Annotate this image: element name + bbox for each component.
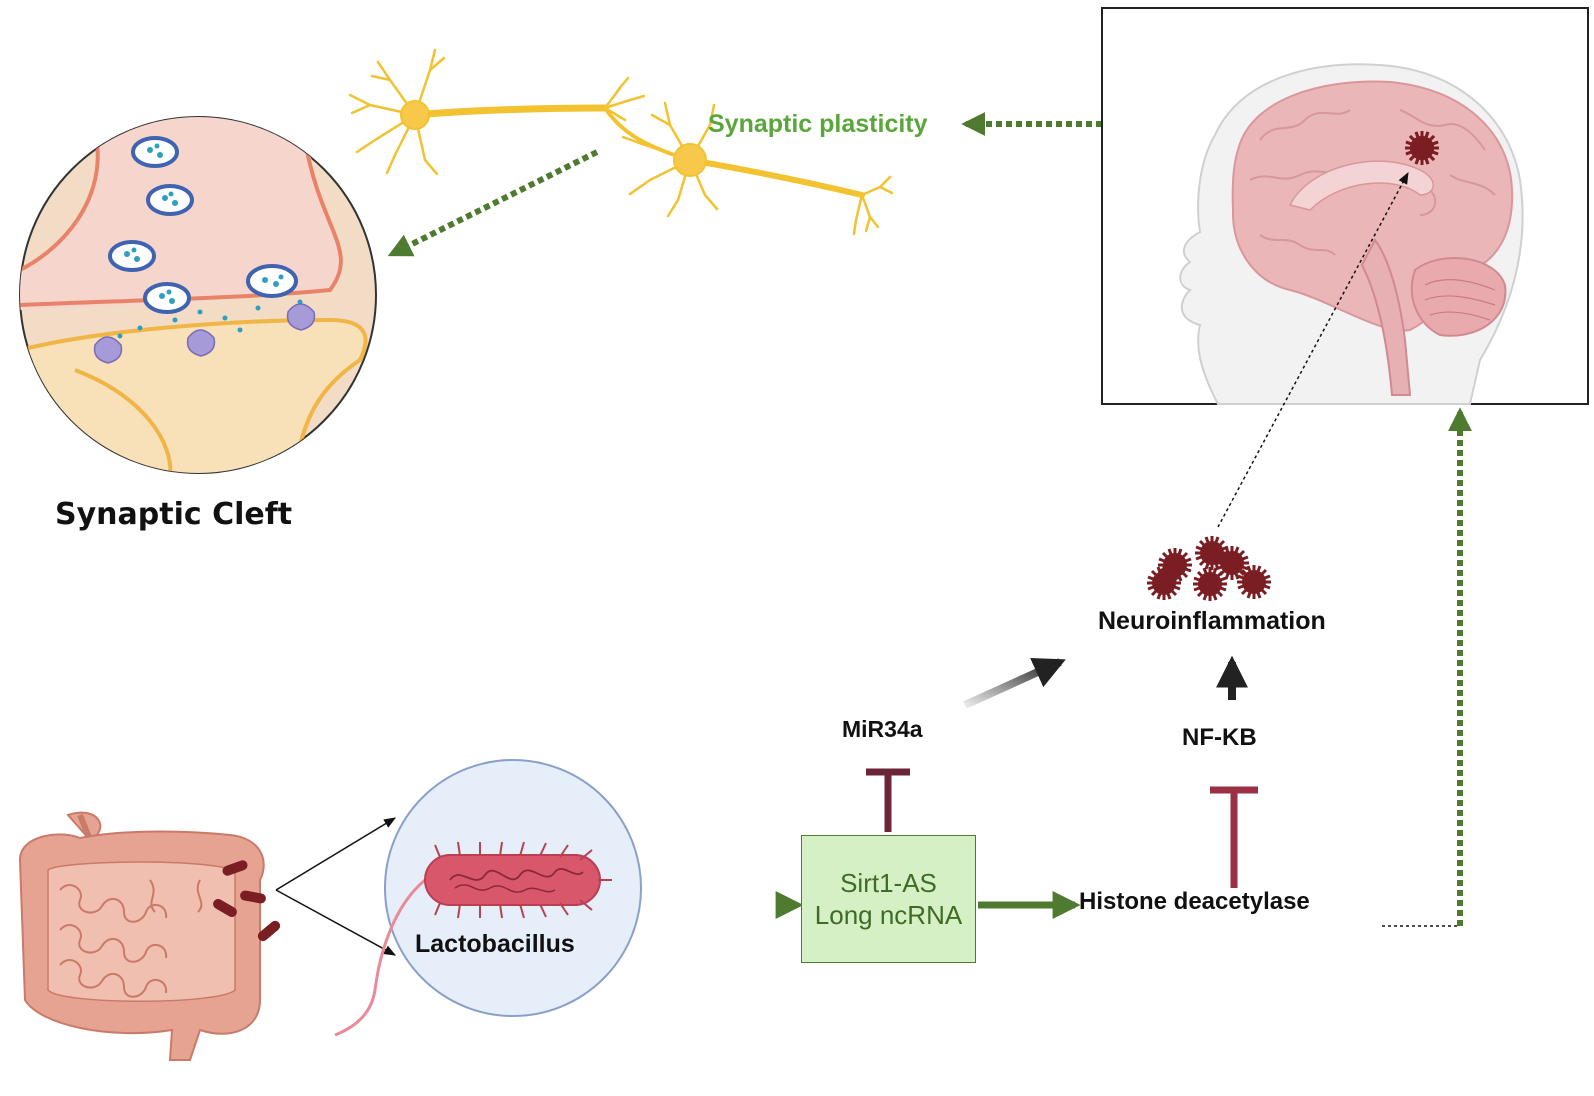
- brain-icon: [1101, 7, 1589, 405]
- mir34a-label: MiR34a: [842, 716, 923, 742]
- sirt1-lncrna-box: Sirt1-AS Long ncRNA: [801, 835, 976, 963]
- mir34a-to-neuroinflammation-arrow: [963, 657, 1066, 709]
- long-ncrna-label: Long ncRNA: [814, 900, 963, 930]
- gut-icon: [18, 811, 281, 1061]
- histone-deacetylase-label: Histone deacetylase: [1079, 888, 1310, 915]
- sirt1-inhibits-mir34a: [866, 768, 910, 832]
- hdac-inhibits-nfkb: [1210, 786, 1258, 888]
- sirt1-label: Sirt1-AS: [840, 868, 937, 898]
- inflammation-particle-icon: [1145, 534, 1273, 603]
- nfkb-label: NF-KB: [1182, 724, 1257, 751]
- bacterium-icon: [334, 759, 642, 1037]
- gut-to-bacterium-arrow-lower: [275, 889, 397, 956]
- gut-to-bacterium-arrow-upper: [275, 817, 397, 891]
- lactobacillus-label: Lactobacillus: [415, 930, 575, 958]
- inflammation-particle-icon: [1403, 129, 1441, 167]
- neuron-icon: [348, 48, 894, 236]
- synapse-icon: [19, 116, 377, 474]
- neuroinflammation-label: Neuroinflammation: [1098, 607, 1326, 635]
- neuroinflammation-to-brain-arrow: [1217, 171, 1409, 528]
- synaptic-cleft-label: Synaptic Cleft: [55, 497, 293, 532]
- plasticity-to-synapse-arrow: [387, 149, 599, 257]
- synaptic-plasticity-label: Synaptic plasticity: [708, 110, 928, 138]
